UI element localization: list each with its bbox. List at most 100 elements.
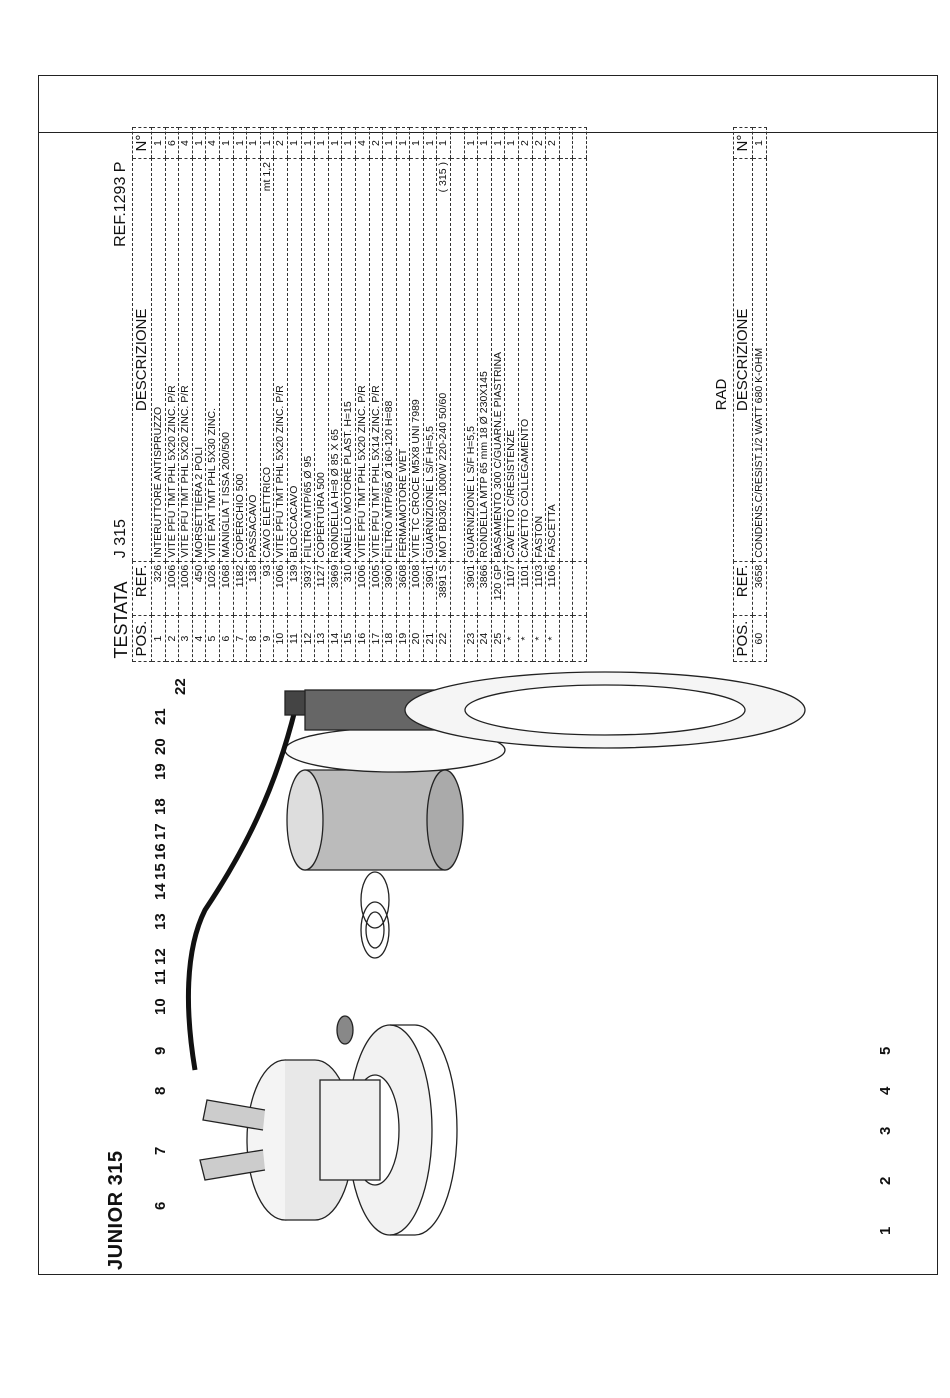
cell-n: 1 (409, 127, 424, 159)
cell-pos: 22 (436, 615, 451, 662)
cell-n: 2 (518, 127, 533, 159)
rad-col-ref: REF. (733, 561, 753, 616)
cell-desc: VITE TC CROCE M5X8 UNI 7989 (409, 158, 424, 562)
cell-desc: FASTON (532, 158, 546, 562)
cell-ref-text: 1103 (532, 564, 545, 588)
cell-desc-text: PASSACAVO (247, 494, 260, 558)
cell-ref-text: 3900 (383, 564, 396, 589)
cell-pos-text: * (532, 636, 545, 641)
callout-4: 4 (877, 1086, 894, 1095)
cell-desc-text: RONDELLA MTP 65 mm 18 Ø 230X145 (478, 371, 491, 558)
cell-pos: 13 (314, 615, 329, 662)
cell-ref-text: 1008 (410, 564, 423, 589)
cell-ref-text: 3969 (328, 564, 341, 589)
cell-desc-note: mt 1,2 (260, 162, 273, 192)
cell-n: 1 (423, 127, 437, 159)
cell-ref: 1106 (545, 561, 560, 616)
cell-desc-text: GUARNIZIONE L S/F H=5,5 (423, 425, 436, 558)
cell-desc: RONDELLA H=8 Ø 85 X 65 (328, 158, 342, 562)
cell-ref-text: 1006 (165, 564, 178, 589)
cell-pos: 19 (396, 615, 410, 662)
cell-desc-text: MORSETTIERA 2 POLI (192, 446, 205, 558)
cell-pos (572, 615, 587, 662)
cell-pos: 11 (287, 615, 302, 662)
cell-ref-text: 1026 (206, 564, 219, 589)
cell-n: 1 (396, 127, 410, 159)
cell-desc: FERMAMOTORE WET (396, 158, 410, 562)
cell-ref: 1005 (369, 561, 383, 616)
col-pos: POS. (132, 615, 152, 662)
cell-pos-text: 12 (301, 632, 314, 645)
cell-ref-text: 1107 (505, 564, 518, 588)
cell-pos: 9 (260, 615, 274, 662)
cell-n: 4 (178, 127, 193, 159)
cell-pos-text: 17 (369, 632, 382, 645)
cell-pos: * (518, 615, 533, 662)
cable-part (185, 709, 298, 1071)
cell-n: 1 (436, 127, 451, 159)
cell-pos-text: 15 (342, 632, 355, 645)
cell-ref: 1103 (532, 561, 546, 616)
callout-6: 6 (152, 1202, 169, 1210)
cell-n: 1 (491, 127, 505, 159)
cell-desc-text: COPERTURA 500 (315, 472, 328, 558)
cell-pos: 24 (477, 615, 492, 662)
callout-13: 13 (152, 913, 169, 930)
col-n: N° (132, 127, 152, 159)
cell-desc: FILTRO MTP/65 Ø 95 (301, 158, 315, 562)
cell-desc-text: MOT BD302 1000W 220-240 50/60 (437, 392, 450, 558)
callout-10: 10 (152, 998, 169, 1015)
cell-pos-text: 20 (410, 632, 423, 645)
cell-n: 1 (477, 127, 492, 159)
cell-ref (559, 561, 573, 616)
cell-n-text: 1 (753, 140, 765, 146)
cell-desc: COPERTURA 500 (314, 158, 329, 562)
cell-n: 1 (341, 127, 356, 159)
cell-pos-text: 9 (260, 635, 273, 642)
cell-pos-text: 8 (247, 635, 260, 642)
cell-ref: 1006 (273, 561, 288, 616)
cell-desc-text: CAVETTO C/RESISTENZE (505, 429, 518, 558)
cell-ref: 1068 (219, 561, 234, 616)
table-row (450, 127, 465, 662)
cell-ref-text: 1182 (233, 564, 246, 588)
cell-pos: 6 (219, 615, 234, 662)
cell-n-text: 1 (328, 140, 341, 146)
cell-n-text: 1 (219, 140, 232, 146)
callout-18: 18 (152, 798, 169, 815)
cell-pos-text: 2 (165, 635, 178, 642)
cell-desc: COPERCHIO 500 (233, 158, 247, 562)
cell-ref-text: 1101 (519, 564, 532, 588)
exploded-drawing: 1 2 3 4 5 6 7 8 9 10 11 12 13 14 15 16 1… (152, 671, 894, 1236)
handle-part (199, 1149, 266, 1181)
cell-desc-text: CONDENS.C/RESIST.1/2 WATT 680 K-OHM (753, 347, 765, 558)
cell-n-text: 2 (519, 140, 532, 146)
cell-pos-text: 22 (437, 632, 450, 645)
cell-ref: 1006 (355, 561, 369, 616)
cell-n: 2 (532, 127, 546, 159)
cell-n-text: 1 (491, 140, 504, 146)
cell-n-text: 1 (478, 140, 491, 146)
cell-ref-text: 326 (152, 564, 164, 583)
callout-1: 1 (877, 1227, 894, 1235)
cell-desc-text: ANELLO MOTORE PLAST. H=15 (342, 401, 355, 558)
section-title: TESTATA (110, 561, 133, 662)
callout-9: 9 (152, 1047, 169, 1055)
cell-ref: 1107 (504, 561, 519, 616)
cell-desc-note: ( 315 ) (437, 162, 450, 193)
